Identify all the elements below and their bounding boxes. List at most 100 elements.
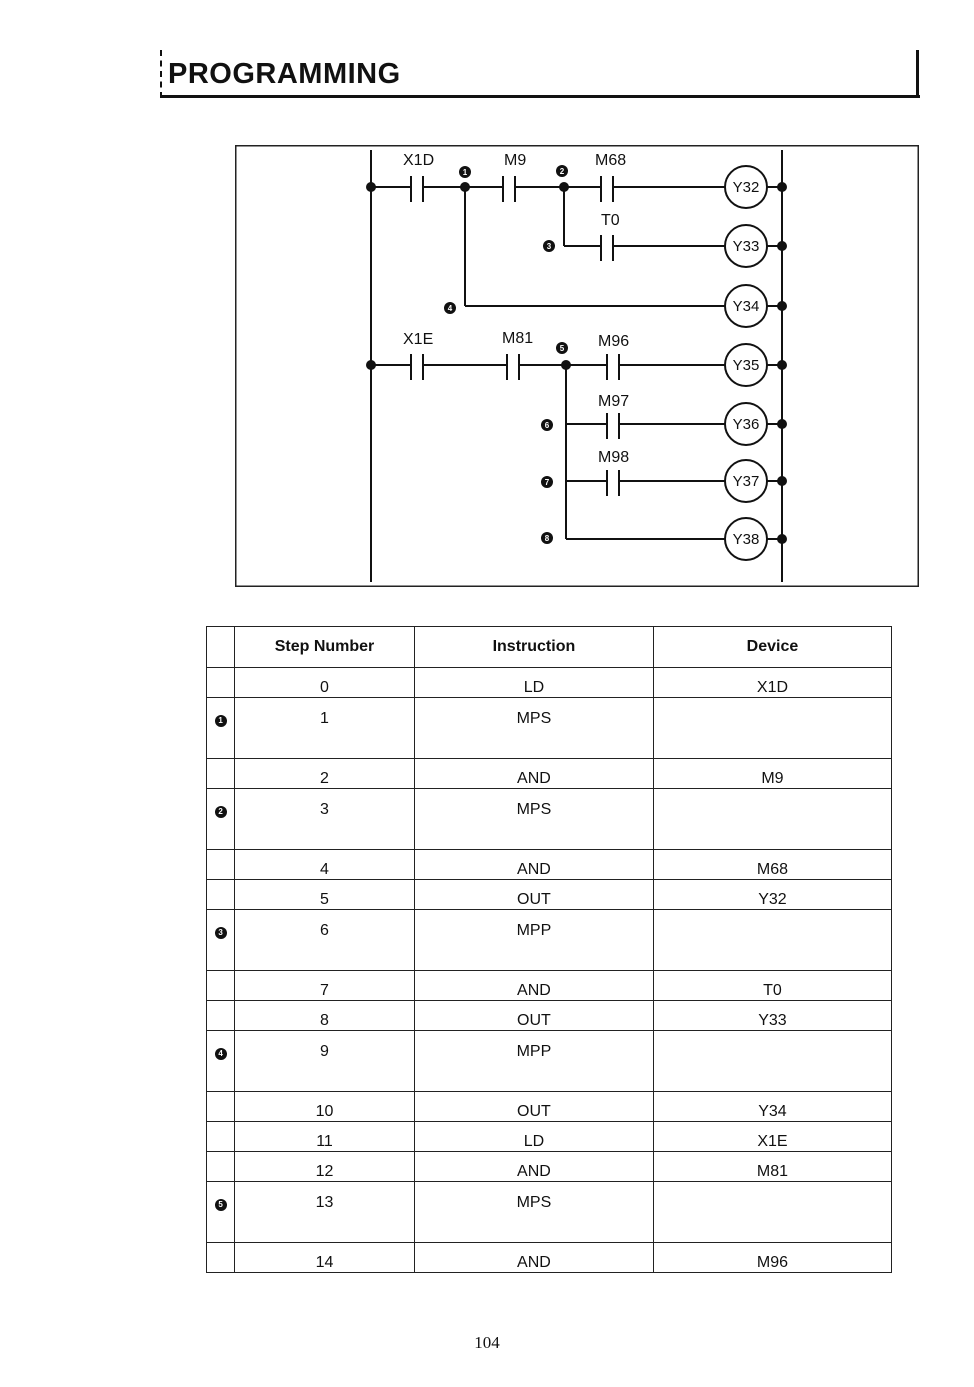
- instruction-cell: MPS: [414, 789, 653, 850]
- row-marker-cell: [207, 759, 235, 789]
- junction-dot: [366, 360, 376, 370]
- device-cell: [653, 910, 891, 971]
- table-row: 10OUTY34: [207, 1092, 892, 1122]
- instruction-cell: AND: [414, 759, 653, 789]
- header-marker: [207, 627, 235, 668]
- junction-dot: [777, 534, 787, 544]
- row-marker-cell: [207, 850, 235, 880]
- svg-text:4: 4: [448, 304, 453, 313]
- row-marker-badge: 4: [215, 1048, 227, 1060]
- label-m96: M96: [598, 333, 629, 350]
- device-cell: M9: [653, 759, 891, 789]
- instruction-cell: LD: [414, 668, 653, 698]
- marker-2: 2: [556, 165, 568, 177]
- row-marker-badge: 3: [215, 927, 227, 939]
- table-row: 49MPP: [207, 1031, 892, 1092]
- step-number-cell: 0: [235, 668, 415, 698]
- label-m97: M97: [598, 393, 629, 410]
- step-number-cell: 3: [235, 789, 415, 850]
- device-cell: X1E: [653, 1122, 891, 1152]
- instruction-cell: LD: [414, 1122, 653, 1152]
- device-cell: Y33: [653, 1001, 891, 1031]
- junction-dot: [777, 182, 787, 192]
- device-cell: [653, 698, 891, 759]
- device-cell: [653, 1182, 891, 1243]
- coil-label-y33: Y33: [733, 238, 760, 255]
- step-number-cell: 5: [235, 880, 415, 910]
- table-body: 0LDX1D11MPS2ANDM923MPS4ANDM685OUTY3236MP…: [207, 668, 892, 1273]
- label-x1e: X1E: [403, 331, 433, 348]
- header-rule: [160, 95, 920, 98]
- instruction-cell: AND: [414, 1152, 653, 1182]
- step-number-cell: 12: [235, 1152, 415, 1182]
- instruction-cell: OUT: [414, 1092, 653, 1122]
- row-marker-badge: 2: [215, 806, 227, 818]
- row-marker-cell: 3: [207, 910, 235, 971]
- row-marker-cell: 1: [207, 698, 235, 759]
- ladder-diagram: X1D M9 M68 T0 X1E M81 M96 M97 M98 Y32 Y3…: [235, 145, 919, 587]
- instruction-cell: MPP: [414, 1031, 653, 1092]
- header-right-tick: [916, 50, 919, 98]
- svg-text:3: 3: [547, 242, 552, 251]
- row-marker-cell: [207, 880, 235, 910]
- step-number-cell: 1: [235, 698, 415, 759]
- svg-text:5: 5: [560, 344, 565, 353]
- row-marker-cell: 4: [207, 1031, 235, 1092]
- marker-3: 3: [543, 240, 555, 252]
- device-cell: Y32: [653, 880, 891, 910]
- coil-label-y32: Y32: [733, 179, 760, 196]
- header-left-tick: [160, 50, 162, 98]
- header-device: Device: [653, 627, 891, 668]
- coil-label-y37: Y37: [733, 473, 760, 490]
- junction-dot: [561, 360, 571, 370]
- step-number-cell: 14: [235, 1243, 415, 1273]
- instruction-cell: MPS: [414, 1182, 653, 1243]
- row-marker-cell: [207, 1152, 235, 1182]
- step-number-cell: 6: [235, 910, 415, 971]
- device-cell: Y34: [653, 1092, 891, 1122]
- junction-dot: [777, 301, 787, 311]
- instruction-cell: OUT: [414, 880, 653, 910]
- row-marker-cell: [207, 1001, 235, 1031]
- label-m98: M98: [598, 449, 629, 466]
- coil-label-y35: Y35: [733, 357, 760, 374]
- label-m9: M9: [504, 152, 526, 169]
- step-number-cell: 9: [235, 1031, 415, 1092]
- marker-5: 5: [556, 342, 568, 354]
- step-number-cell: 13: [235, 1182, 415, 1243]
- row-marker-cell: 2: [207, 789, 235, 850]
- junction-dot: [777, 419, 787, 429]
- device-cell: [653, 1031, 891, 1092]
- row-marker-cell: [207, 1092, 235, 1122]
- step-number-cell: 7: [235, 971, 415, 1001]
- svg-text:1: 1: [463, 168, 468, 177]
- row-marker-cell: [207, 668, 235, 698]
- row-marker-badge: 1: [215, 715, 227, 727]
- marker-1: 1: [459, 166, 471, 178]
- label-x1d: X1D: [403, 152, 434, 169]
- instruction-cell: AND: [414, 850, 653, 880]
- instruction-cell: MPS: [414, 698, 653, 759]
- instruction-cell: AND: [414, 1243, 653, 1273]
- step-number-cell: 2: [235, 759, 415, 789]
- junction-dot: [777, 360, 787, 370]
- instruction-cell: MPP: [414, 910, 653, 971]
- device-cell: X1D: [653, 668, 891, 698]
- marker-4: 4: [444, 302, 456, 314]
- coil-label-y34: Y34: [733, 298, 760, 315]
- junction-dot: [559, 182, 569, 192]
- table-row: 11MPS: [207, 698, 892, 759]
- junction-dot: [777, 476, 787, 486]
- coil-label-y36: Y36: [733, 416, 760, 433]
- device-cell: M96: [653, 1243, 891, 1273]
- instruction-cell: OUT: [414, 1001, 653, 1031]
- device-cell: [653, 789, 891, 850]
